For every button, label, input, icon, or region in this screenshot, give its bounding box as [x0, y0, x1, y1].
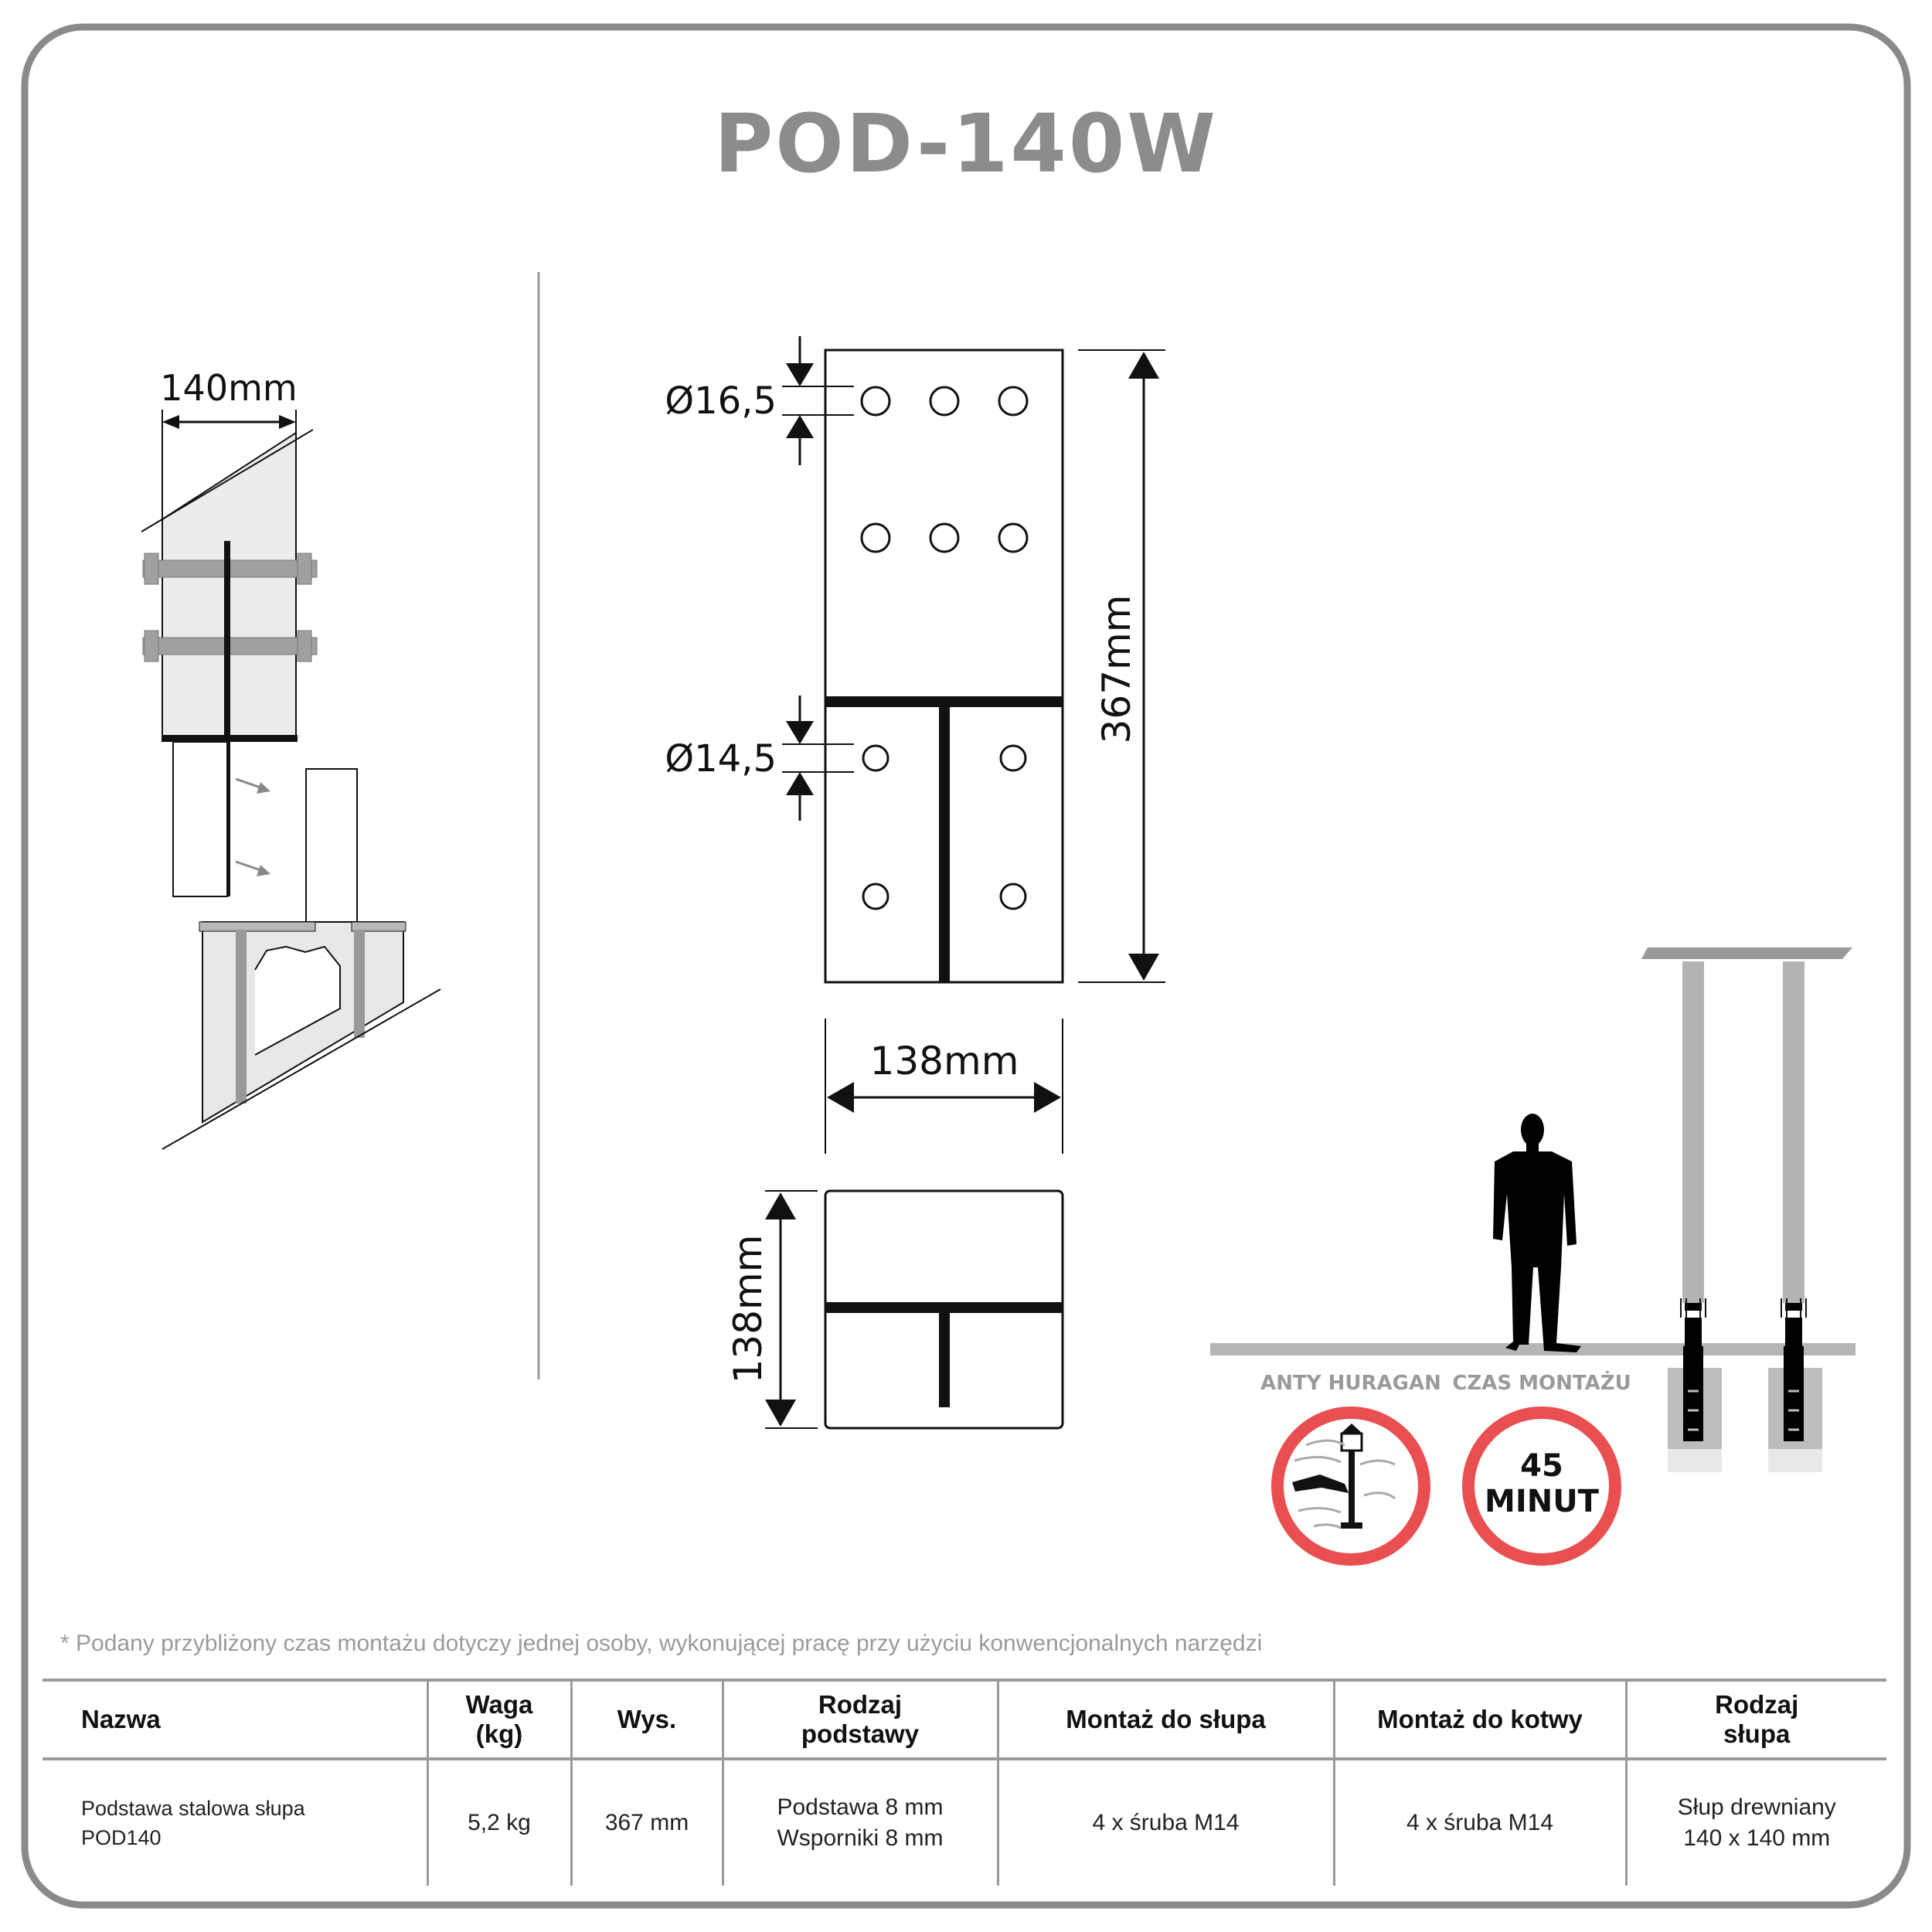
- dim-hole-small: Ø14,5: [665, 737, 777, 781]
- top-view-drawing: 138mm: [726, 1189, 1064, 1430]
- header-height: Wys.: [570, 1679, 723, 1760]
- header-weight: Waga(kg): [426, 1679, 571, 1760]
- cell-weight: 5,2 kg: [426, 1759, 571, 1886]
- badge-label-anti-hurricane: ANTY HURAGAN: [1260, 1372, 1441, 1395]
- dim-plate-width: 138mm: [870, 1039, 1019, 1083]
- cell-anchor-mount: 4 x śruba M14: [1332, 1759, 1626, 1886]
- person-icon: [1493, 1114, 1581, 1352]
- footnote: * Podany przybliżony czas montażu dotycz…: [60, 1631, 1263, 1656]
- dim-hole-large: Ø16,5: [665, 379, 777, 423]
- header-name: Nazwa: [43, 1679, 427, 1760]
- badge-mounting-time: [1462, 1406, 1621, 1566]
- cell-height: 367 mm: [570, 1759, 723, 1886]
- badge-label-mounting-time: CZAS MONTAŻU: [1452, 1372, 1631, 1395]
- front-view-drawing: Ø16,5 Ø14,5 367mm 138mm: [665, 336, 1165, 1154]
- badge-anti-hurricane: [1271, 1406, 1430, 1566]
- badge-time-value: 45: [1520, 1448, 1563, 1484]
- hurricane-icon: [1292, 1423, 1396, 1529]
- cell-post-mount: 4 x śruba M14: [996, 1759, 1334, 1886]
- header-post-mount: Montaż do słupa: [996, 1679, 1334, 1760]
- dim-side-width: 140mm: [160, 367, 297, 409]
- header-anchor-mount: Montaż do kotwy: [1332, 1679, 1626, 1760]
- dim-base-depth: 138mm: [726, 1235, 770, 1384]
- scale-scene: [1210, 947, 1855, 1472]
- dim-height: 367mm: [1094, 595, 1139, 744]
- page-title: POD-140W: [714, 97, 1218, 191]
- badge-time-unit: MINUT: [1485, 1484, 1599, 1519]
- side-view-drawing: 140mm: [141, 367, 441, 1150]
